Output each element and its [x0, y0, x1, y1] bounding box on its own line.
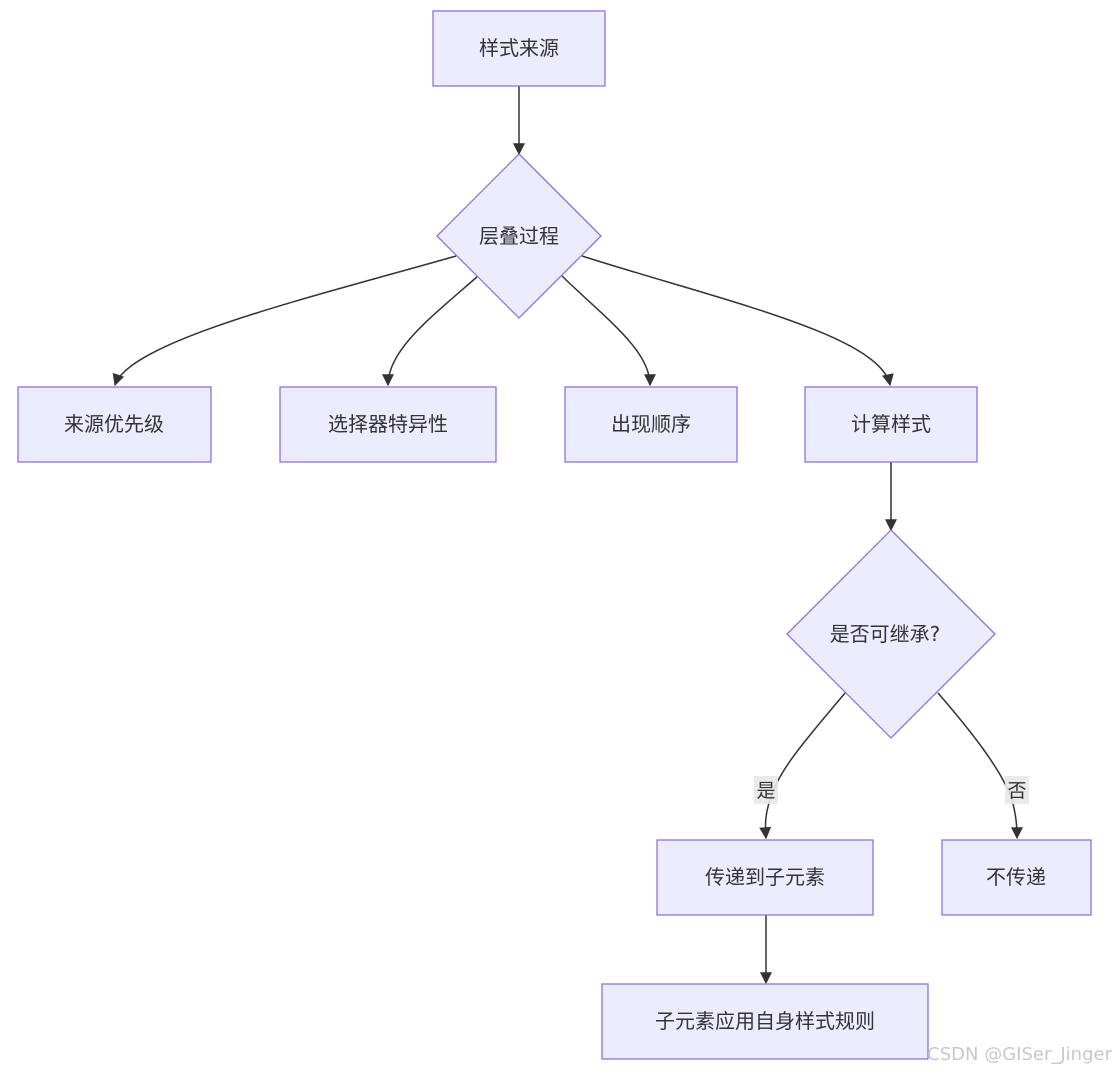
- node-cascade: 层叠过程: [436, 153, 602, 319]
- node-child-apply-label: 子元素应用自身样式规则: [655, 1009, 875, 1033]
- node-style-source: 样式来源: [432, 10, 606, 87]
- node-cascade-label: 层叠过程: [479, 224, 559, 248]
- edge-cascade-to-computed: [581, 255, 894, 387]
- node-source-priority-label: 来源优先级: [64, 412, 164, 436]
- node-order-label: 出现顺序: [611, 412, 691, 436]
- watermark: CSDN @GISer_Jinger: [927, 1044, 1112, 1065]
- node-order: 出现顺序: [564, 386, 738, 463]
- node-inheritable-label: 是否可继承?: [830, 622, 941, 646]
- node-not-pass-label: 不传递: [986, 865, 1046, 889]
- node-not-pass: 不传递: [941, 839, 1092, 916]
- edge-inheritable-no: [937, 692, 1023, 840]
- edge-label-yes-group: 是: [754, 776, 778, 804]
- node-pass-to-children-label: 传递到子元素: [705, 865, 825, 889]
- node-inheritable: 是否可继承?: [786, 529, 996, 739]
- node-child-apply: 子元素应用自身样式规则: [601, 983, 929, 1060]
- node-computed-style-label: 计算样式: [851, 412, 931, 436]
- edge-cascade-to-order: [561, 275, 656, 387]
- edge-inheritable-yes: [759, 692, 846, 840]
- node-selector-specificity: 选择器特异性: [279, 386, 497, 463]
- node-style-source-label: 样式来源: [479, 36, 559, 60]
- edge-label-no-group: 否: [1005, 776, 1029, 804]
- edge-label-yes: 是: [756, 780, 775, 802]
- edge-label-no: 否: [1007, 780, 1026, 802]
- edge-cascade-to-source-priority: [112, 255, 457, 387]
- node-selector-specificity-label: 选择器特异性: [328, 412, 448, 436]
- edges: [112, 86, 1023, 985]
- edge-cascade-to-specificity: [382, 275, 479, 387]
- node-computed-style: 计算样式: [804, 386, 978, 463]
- node-source-priority: 来源优先级: [17, 386, 212, 463]
- node-pass-to-children: 传递到子元素: [656, 839, 874, 916]
